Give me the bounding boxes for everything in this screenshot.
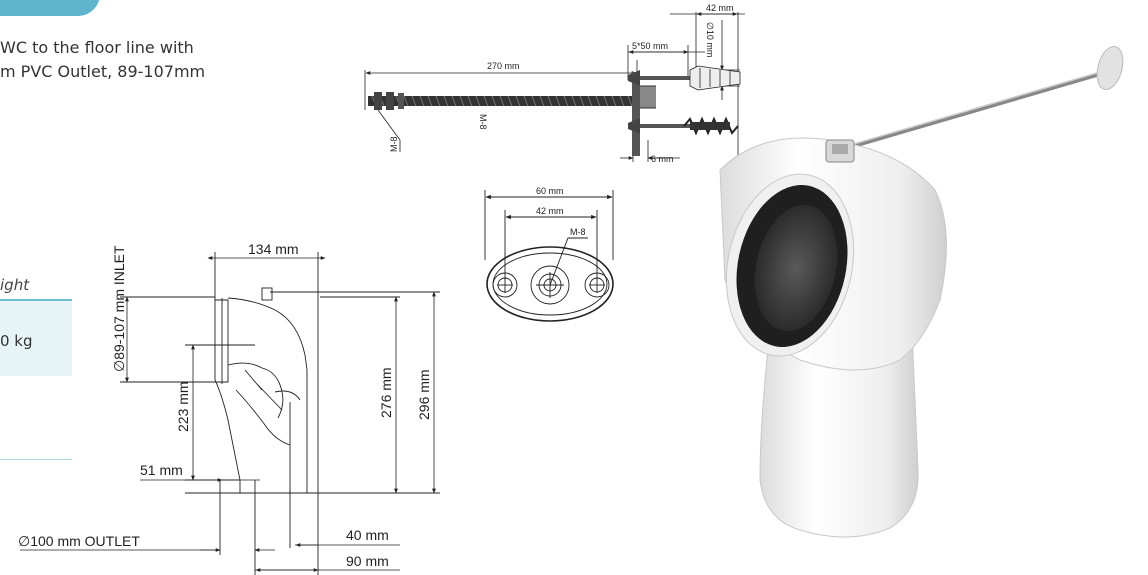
- table-header-rule: [0, 299, 72, 301]
- dim-223mm: 223 mm: [175, 381, 191, 432]
- product-description: WC to the floor line with m PVC Outlet, …: [0, 36, 205, 84]
- dim-276mm: 276 mm: [378, 367, 394, 418]
- dim-inlet: ∅89-107 mm INLET: [111, 245, 127, 372]
- dim-6mm: 6 mm: [651, 154, 674, 164]
- weight-column-header: ight: [0, 276, 30, 294]
- table-bottom-rule: [0, 459, 72, 460]
- dim-296mm: 296 mm: [416, 369, 432, 420]
- dim-m8-nut: M-8: [389, 137, 399, 153]
- dim-134mm: 134 mm: [248, 241, 299, 257]
- weight-cell: [0, 301, 72, 376]
- mounting-plate-drawing: [484, 190, 614, 322]
- dim-dia10mm: ∅10 mm: [705, 22, 715, 57]
- screw-anchor-top: [628, 65, 741, 91]
- description-line-2: m PVC Outlet, 89-107mm: [0, 62, 206, 81]
- side-view-drawing: [120, 252, 440, 575]
- threaded-rod: [368, 72, 656, 156]
- side-view-dimension-lines: [20, 256, 436, 572]
- description-line-1: WC to the floor line with: [0, 38, 194, 57]
- dim-51mm: 51 mm: [140, 462, 183, 478]
- screw-anchor-bottom: [628, 116, 739, 136]
- dim-60mm: 60 mm: [536, 186, 564, 196]
- dim-5x50mm: 5*50 mm: [632, 41, 668, 51]
- dim-270mm: 270 mm: [487, 61, 520, 71]
- dim-m8-plate: M-8: [570, 227, 586, 237]
- dim-90mm: 90 mm: [346, 553, 389, 569]
- dim-m8-rod: M-8: [478, 114, 488, 130]
- dim-42mm-plate: 42 mm: [536, 206, 564, 216]
- rod-drawing: [364, 12, 745, 162]
- wc-connector-product-image: [719, 46, 1124, 538]
- dim-42mm-top: 42 mm: [706, 3, 734, 13]
- dim-outlet: ∅100 mm OUTLET: [18, 533, 140, 549]
- section-tab-accent: [0, 0, 100, 16]
- weight-value: 0 kg: [0, 332, 33, 350]
- dim-40mm: 40 mm: [346, 527, 389, 543]
